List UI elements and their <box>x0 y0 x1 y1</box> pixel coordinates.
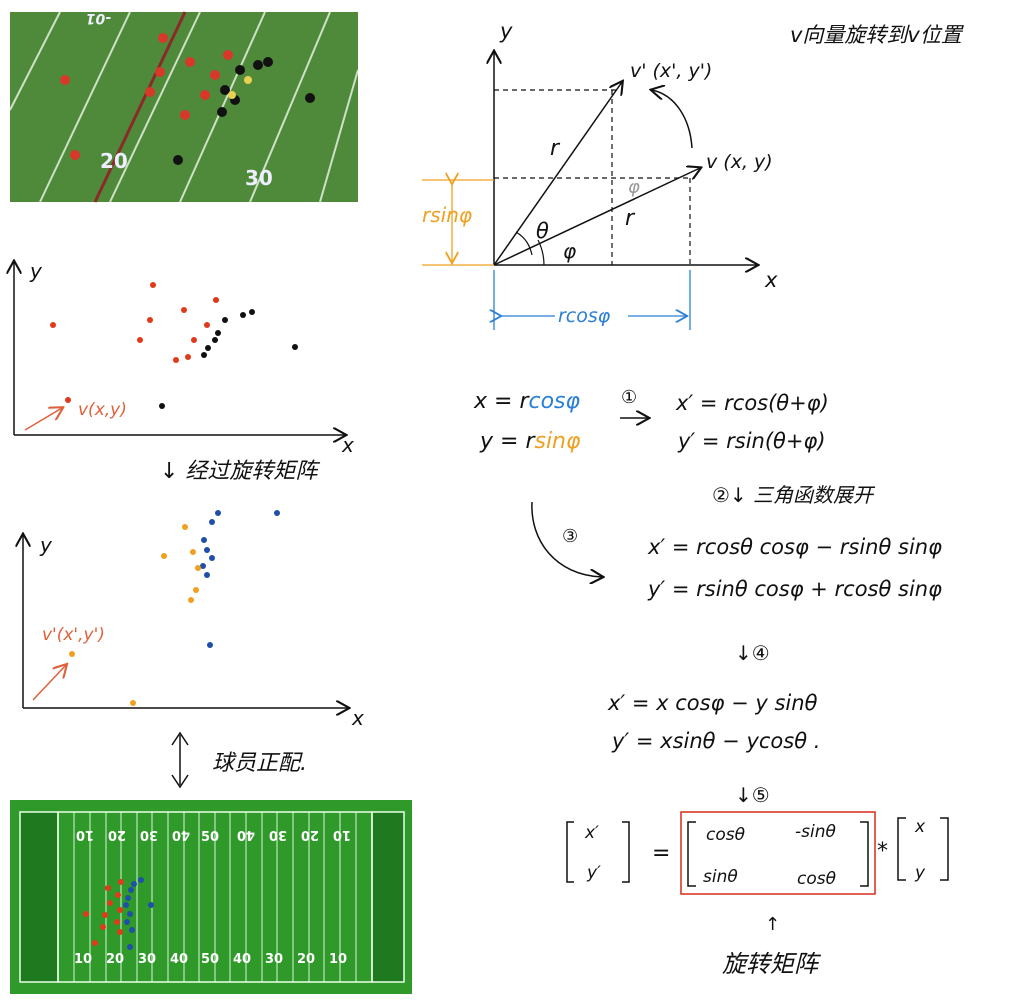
eq-x-fn: cosφ <box>528 389 580 414</box>
diagram-axis-x: x <box>764 268 778 292</box>
field-top-number: 20 <box>301 827 319 842</box>
field-bottom-number: 20 <box>297 952 315 967</box>
scatter-before: y x v(x,y) <box>14 259 354 457</box>
field-bottom-number: 30 <box>265 952 283 967</box>
scatter-before-point-label: v(x,y) <box>78 400 127 420</box>
step3-label: ③ <box>562 526 578 547</box>
step1-label: ① <box>621 387 637 408</box>
matrix-left-top: x′ <box>584 823 599 843</box>
eq-xp2: x′ = rcosθ cosφ − rsinθ sinφ <box>647 535 942 559</box>
eq-yp3: y′ = xsinθ − ycosθ . <box>611 729 820 753</box>
eq-xp1: x′ = rcos(θ+φ) <box>675 391 829 415</box>
rotation-matrix-box <box>680 811 876 895</box>
field-top-number: 10 <box>76 827 94 842</box>
step2-label: ②↓ 三角函数展开 <box>712 483 876 507</box>
scatter-after-points <box>69 510 280 706</box>
diagram-v-prime: v' (x', y') <box>630 60 712 82</box>
diagram-theta: θ <box>536 219 549 243</box>
game-photo: -01 20 30 <box>9 10 359 203</box>
diagram-r1: r <box>550 136 561 161</box>
field-bottom-number: 10 <box>329 952 347 967</box>
scatter-before-x-label: x <box>341 433 354 457</box>
field-top-number: 10 <box>333 827 351 842</box>
field-bottom-number: 30 <box>138 952 156 967</box>
equations: x = rcosφ y = rsinφ ① x′ = rcos(θ+φ) y′ … <box>473 387 949 978</box>
field-top-number: 40 <box>172 827 190 842</box>
diagram-v: v (x, y) <box>706 151 773 173</box>
field-top-number: 30 <box>269 827 287 842</box>
scatter-before-y-label: y <box>29 259 43 283</box>
eq-yp2: y′ = rsinθ cosφ + rcosθ sinφ <box>647 577 942 601</box>
matrix-equals: = <box>652 841 670 866</box>
matrix-m11: cosθ <box>706 825 746 845</box>
vector-top: x <box>914 817 926 837</box>
rotation-matrix-caption: 旋转矩阵 <box>722 950 822 978</box>
diagram-phi: φ <box>563 239 576 263</box>
eq-x: x = rcosφ <box>473 389 581 414</box>
scatter-after-point-label: v'(x',y') <box>42 625 105 645</box>
diagram-rcos: rcosφ <box>558 305 611 327</box>
photo-players <box>60 33 315 165</box>
eq-y-fn: sinφ <box>534 429 581 454</box>
photo-yard-label: 20 <box>100 149 128 173</box>
step4-label: ↓④ <box>735 641 770 665</box>
player-alignment-text: 球员正配. <box>212 751 307 776</box>
eq-xp3: x′ = x cosφ − y sinθ <box>607 691 818 715</box>
diagram-rsin: rsinφ <box>422 203 472 227</box>
matrix-m21: sinθ <box>703 867 738 887</box>
diagram-r2: r <box>625 206 636 231</box>
photo-yard-label: 30 <box>245 166 273 190</box>
field-bottom-number: 40 <box>233 952 251 967</box>
diagram-phi-small: φ <box>628 177 640 198</box>
scatter-after-x-label: x <box>351 706 364 730</box>
field-top-number: 30 <box>140 827 158 842</box>
eq-y: y = rsinφ <box>479 429 581 454</box>
field-bottom-number: 50 <box>201 952 219 967</box>
top-right-title: v向量旋转到v位置 <box>790 23 965 47</box>
scatter-before-points <box>50 282 298 409</box>
football-field: 10 20 30 40 50 40 30 20 10 10 20 30 40 5… <box>10 800 412 994</box>
matrix-m12: -sinθ <box>795 822 836 842</box>
field-players <box>83 877 154 950</box>
rotation-arrow-text: ↓ 经过旋转矩阵 <box>160 459 320 484</box>
vector-bottom: y <box>914 863 926 883</box>
field-top-number: 20 <box>108 827 126 842</box>
field-top-number: 40 <box>237 827 255 842</box>
caption-arrow: ↑ <box>765 914 780 935</box>
double-arrow <box>171 731 189 789</box>
matrix-times: * <box>877 839 888 864</box>
scatter-after-y-label: y <box>39 533 53 557</box>
photo-yard-label: -01 <box>86 10 111 26</box>
field-bottom-number: 40 <box>170 952 188 967</box>
eq-yp1: y′ = rsin(θ+φ) <box>677 429 826 453</box>
rotation-diagram: y x v' (x', y') v (x, y) r r θ φ φ rsinφ <box>422 19 778 330</box>
field-bottom-number: 20 <box>106 952 124 967</box>
scatter-after: y x v'(x',y') <box>23 510 364 730</box>
field-top-number: 50 <box>201 830 219 845</box>
matrix-left-bottom: y′ <box>586 863 601 883</box>
field-bottom-number: 10 <box>74 952 92 967</box>
step5-label: ↓⑤ <box>735 783 770 807</box>
matrix-m22: cosθ <box>797 869 837 889</box>
diagram-axis-y: y <box>499 19 513 43</box>
